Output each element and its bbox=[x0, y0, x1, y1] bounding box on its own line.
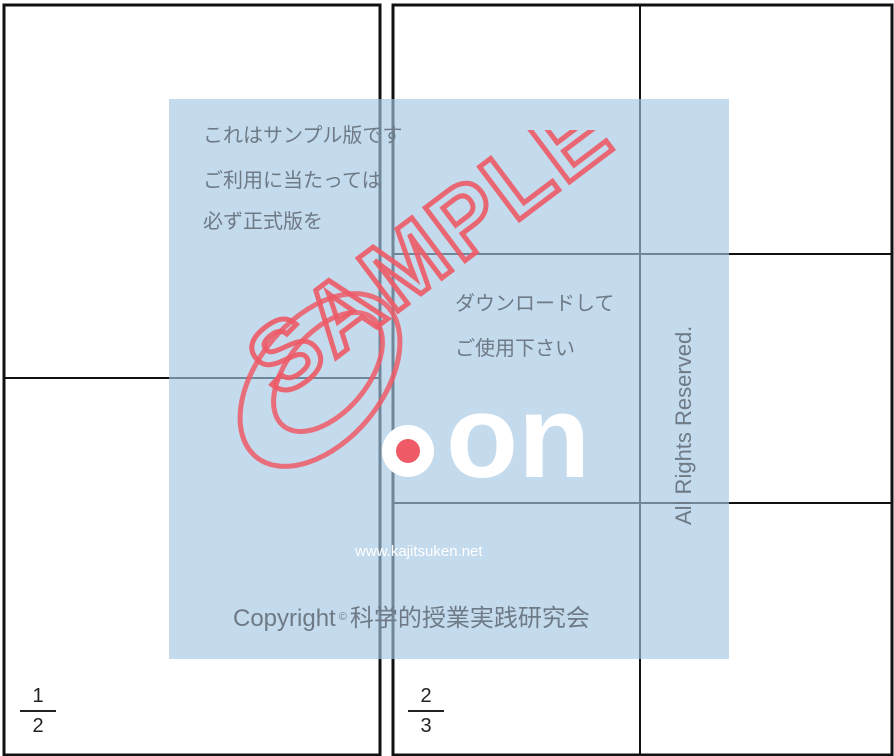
copyright-word: Copyright bbox=[233, 605, 336, 632]
on-logo: on bbox=[382, 385, 590, 485]
copyright-symbol: © bbox=[338, 611, 347, 623]
fraction-bar bbox=[20, 710, 56, 712]
fraction-label-one-half: 1 2 bbox=[18, 686, 58, 736]
fraction-numerator: 1 bbox=[32, 685, 44, 707]
fraction-numerator: 2 bbox=[420, 685, 432, 707]
sample-stamp: SAMPLE bbox=[226, 130, 630, 469]
sample-watermark-panel bbox=[169, 99, 729, 659]
logo-dot-inner bbox=[396, 439, 420, 463]
stamp-text: SAMPLE bbox=[228, 130, 630, 417]
fraction-bar bbox=[408, 710, 444, 712]
all-rights-reserved-text: All Rights Reserved. bbox=[671, 325, 696, 525]
fraction-denominator: 2 bbox=[32, 715, 44, 737]
stamp-swirl-outer bbox=[237, 291, 403, 469]
fraction-label-two-thirds: 2 3 bbox=[406, 686, 446, 736]
watermark-download-line-2: ご使用下さい bbox=[455, 336, 575, 360]
copyright-organization: 科学的授業実践研究会 bbox=[349, 605, 590, 632]
logo-text-on: on bbox=[446, 385, 590, 485]
stamp-swirl-inner bbox=[271, 310, 385, 434]
watermark-url: www.kajitsuken.net bbox=[355, 543, 483, 560]
watermark-notice-line-1: これはサンプル版です bbox=[203, 123, 403, 147]
watermark-download-line-1: ダウンロードして bbox=[455, 291, 615, 315]
watermark-notice-line-2: ご利用に当たっては bbox=[203, 168, 382, 192]
watermark-notice-line-3: 必ず正式版を bbox=[203, 209, 323, 233]
fraction-denominator: 3 bbox=[420, 715, 432, 737]
watermark-copyright: Copyright©科学的授業実践研究会 bbox=[233, 598, 590, 633]
